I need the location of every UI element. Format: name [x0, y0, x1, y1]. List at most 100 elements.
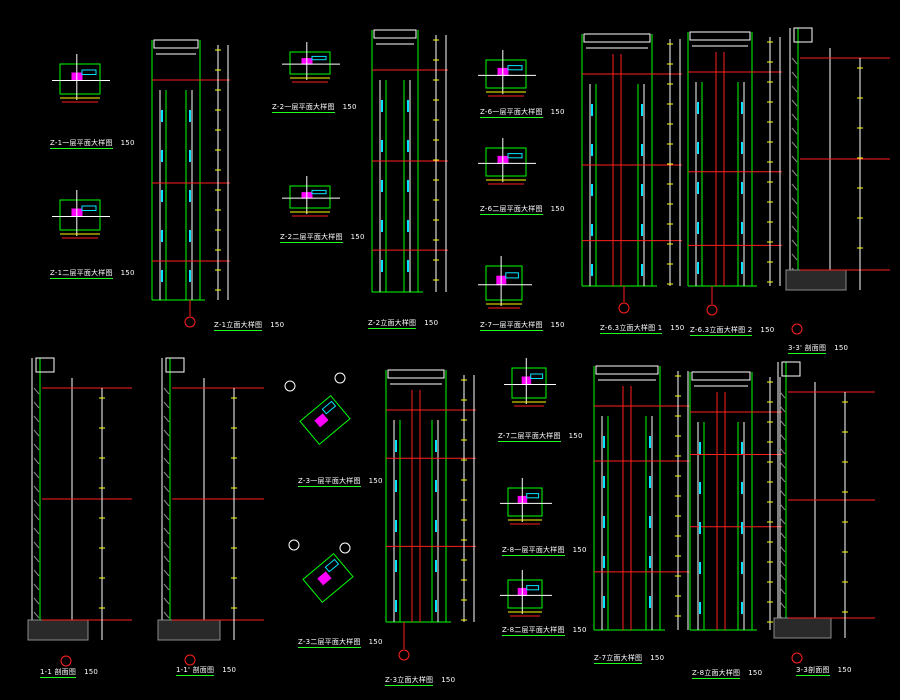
plan-outline [289, 51, 331, 75]
hatch-line [791, 155, 798, 163]
rotated-plan-z3 [299, 394, 351, 446]
parapet [35, 357, 55, 373]
hatch-line [779, 587, 786, 595]
hatch-line [163, 527, 170, 535]
glazing-plan [530, 373, 544, 379]
plan-outline [485, 265, 523, 301]
hatch-line [33, 569, 40, 577]
axis-bubble [284, 380, 296, 392]
axis-bubble [60, 655, 72, 667]
axis-bubble [334, 372, 346, 384]
parapet [781, 361, 801, 377]
hatch-line [163, 415, 170, 423]
glazing-plan [505, 272, 519, 279]
hatch-line [163, 597, 170, 605]
hatch-line [33, 471, 40, 479]
hatch-line [163, 555, 170, 563]
hatch-line [779, 405, 786, 413]
glazing-plan [81, 205, 97, 211]
hatch-line [33, 527, 40, 535]
hatch-line [779, 419, 786, 427]
hatch-line [163, 611, 170, 619]
axis-bubble [398, 649, 410, 661]
hatch-line [163, 583, 170, 591]
glazing-plan [526, 585, 540, 591]
hatch-line [779, 531, 786, 539]
hatch-line [791, 169, 798, 177]
glazing-plan [507, 65, 523, 71]
hatch-line [33, 611, 40, 619]
foundation-hatch [157, 619, 221, 641]
hatch-line [163, 485, 170, 493]
axis-bubble [339, 542, 351, 554]
hatch-line [791, 71, 798, 79]
hatch-line [779, 461, 786, 469]
hatch-line [779, 447, 786, 455]
hatch-line [33, 457, 40, 465]
axis-bubble [288, 539, 300, 551]
hatch-line [163, 401, 170, 409]
hatch-line [779, 503, 786, 511]
hatch-line [791, 141, 798, 149]
hatch-line [163, 569, 170, 577]
hatch-line [33, 387, 40, 395]
parapet [793, 27, 813, 43]
hatch-line [33, 443, 40, 451]
hatch-line [33, 513, 40, 521]
cornice [387, 369, 445, 379]
hatch-line [779, 475, 786, 483]
cornice [691, 371, 751, 381]
hatch-line [33, 597, 40, 605]
foundation-hatch [785, 269, 847, 291]
hatch-line [791, 225, 798, 233]
plan-outline [59, 63, 101, 95]
hatch-line [791, 183, 798, 191]
hatch-line [791, 197, 798, 205]
glazing-plan [311, 55, 327, 61]
hatch-line [779, 573, 786, 581]
parapet [165, 357, 185, 373]
plan-part [324, 558, 340, 573]
hatch-line [33, 429, 40, 437]
hatch-line [791, 239, 798, 247]
hatch-line [163, 429, 170, 437]
hatch-line [791, 57, 798, 65]
hatch-line [791, 99, 798, 107]
plan-outline [485, 59, 527, 89]
plan-part [314, 413, 329, 428]
hatch-line [163, 387, 170, 395]
axis-bubble [184, 654, 196, 666]
plan-outline [511, 367, 547, 399]
axis-bubble [184, 316, 196, 328]
plan-outline [507, 487, 543, 517]
plan-part [302, 552, 354, 604]
axis-bubble [791, 323, 803, 335]
cornice [583, 33, 651, 43]
plan-outline [59, 199, 101, 231]
plan-part [299, 394, 351, 446]
hatch-line [163, 457, 170, 465]
hatch-line [163, 443, 170, 451]
hatch-line [33, 583, 40, 591]
hatch-line [33, 541, 40, 549]
plan-outline [507, 579, 543, 609]
hatch-line [779, 559, 786, 567]
hatch-line [791, 127, 798, 135]
